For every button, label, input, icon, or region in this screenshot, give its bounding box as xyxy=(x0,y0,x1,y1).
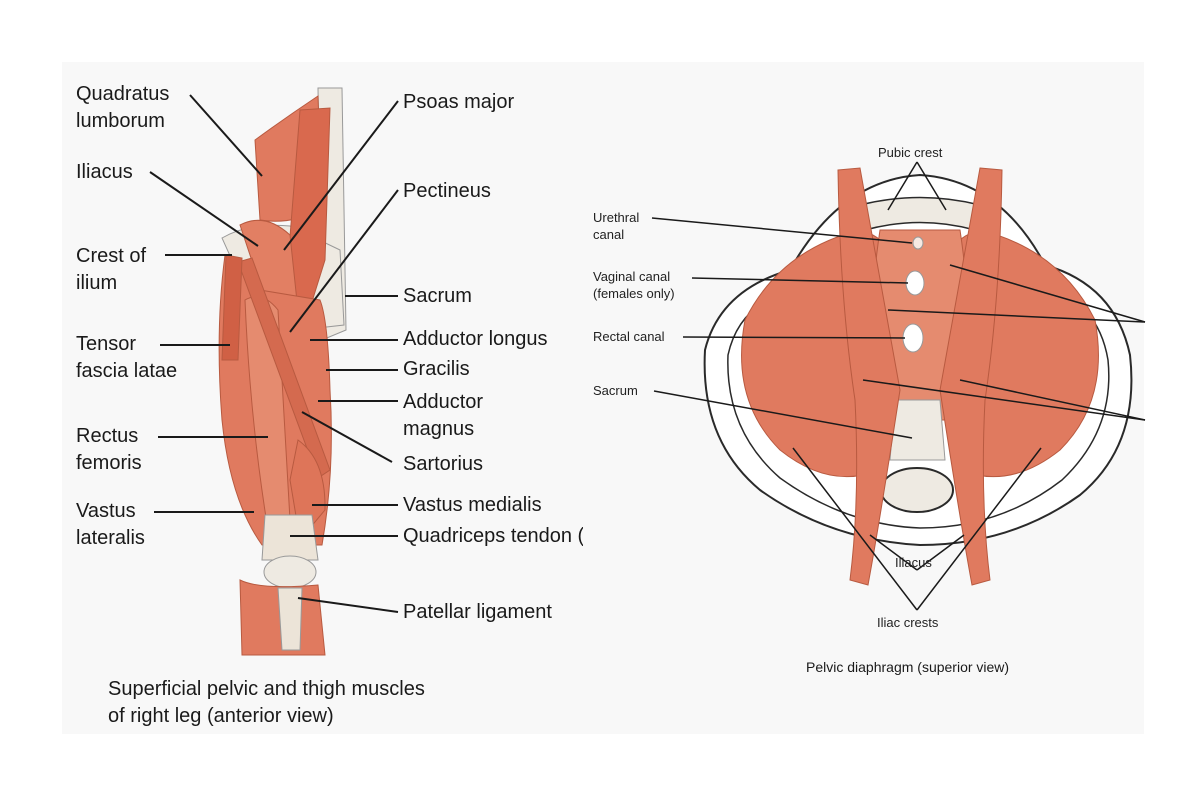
quadriceps-tendon xyxy=(261,514,319,561)
rectal-canal-opening xyxy=(902,323,924,353)
label-pubic-crest: Pubic crest xyxy=(878,145,943,160)
label-tensor-fascia-latae: Tensor fascia latae xyxy=(76,333,178,382)
tensor-fascia-latae-muscle xyxy=(221,254,243,361)
label-patellar-ligament: Patellar ligament xyxy=(403,601,552,623)
leader-line xyxy=(653,390,913,439)
right-leader-lines xyxy=(651,161,1146,611)
label-iliacus-right: Iliacus xyxy=(895,555,932,570)
label-vastus-lateralis: Vastus lateralis xyxy=(76,500,145,549)
patellar-ligament xyxy=(277,587,303,651)
vaginal-canal-opening xyxy=(905,270,925,296)
leader-line xyxy=(792,447,918,611)
pelvic-diaphragm-illustration xyxy=(703,167,1133,586)
sacrum-bone xyxy=(889,399,946,461)
sartorius-muscle xyxy=(237,257,331,479)
label-sacrum-right: Sacrum xyxy=(593,383,638,398)
left-figure-caption: Superficial pelvic and thigh muscles of … xyxy=(108,678,425,727)
leader-line xyxy=(283,100,399,251)
leader-line xyxy=(651,217,913,244)
label-quadriceps-tendon: Quadriceps tendon (or patellar tendon) xyxy=(403,525,583,547)
leader-line xyxy=(959,379,1146,421)
leader-line xyxy=(301,411,393,463)
coccyx-ring xyxy=(880,467,954,513)
leader-line xyxy=(862,379,1146,421)
label-urethral-canal: Urethral canal xyxy=(593,210,640,242)
label-rectal-canal: Rectal canal xyxy=(593,329,665,344)
iliacus-right-band xyxy=(939,167,1003,586)
leader-line xyxy=(869,534,918,571)
thigh-muscles-illustration xyxy=(218,87,347,656)
label-psoas-major: Psoas major xyxy=(403,91,515,113)
leader-line xyxy=(916,161,947,211)
label-adductor-longus: Adductor longus xyxy=(403,328,548,350)
iliacus-left-band xyxy=(837,167,901,586)
label-adductor-magnus: Adductor magnus xyxy=(403,391,484,440)
leader-line xyxy=(682,336,906,339)
label-iliacus: Iliacus xyxy=(76,161,133,183)
leader-line xyxy=(887,309,1146,323)
leader-line xyxy=(691,277,909,284)
leader-line xyxy=(149,171,259,247)
urethral-canal-opening xyxy=(912,236,924,250)
leader-line xyxy=(916,534,965,571)
leader-line xyxy=(289,189,399,333)
label-vaginal-canal: Vaginal canal (females only) xyxy=(593,269,675,301)
left-leader-lines xyxy=(149,94,399,613)
leader-line xyxy=(189,94,263,177)
pelvis-inner-outline xyxy=(727,284,1110,529)
label-pectineus: Pectineus xyxy=(403,180,491,202)
patella xyxy=(263,555,317,589)
label-gracilis: Gracilis xyxy=(403,358,470,380)
label-quadratus-lumborum: Quadratus lumborum xyxy=(76,83,170,132)
right-figure-caption: Pelvic diaphragm (superior view) xyxy=(806,659,1010,675)
leader-line xyxy=(916,447,1042,611)
leader-line xyxy=(949,264,1146,323)
label-rectus-femoris: Rectus femoris xyxy=(76,425,142,474)
leader-line xyxy=(297,597,399,613)
label-crest-of-ilium: Crest of ilium xyxy=(76,245,147,294)
label-vastus-medialis: Vastus medialis xyxy=(403,494,542,516)
leader-line xyxy=(887,161,918,211)
label-sacrum: Sacrum xyxy=(403,285,472,307)
label-sartorius: Sartorius xyxy=(403,453,484,475)
label-iliac-crests: Iliac crests xyxy=(877,615,939,630)
